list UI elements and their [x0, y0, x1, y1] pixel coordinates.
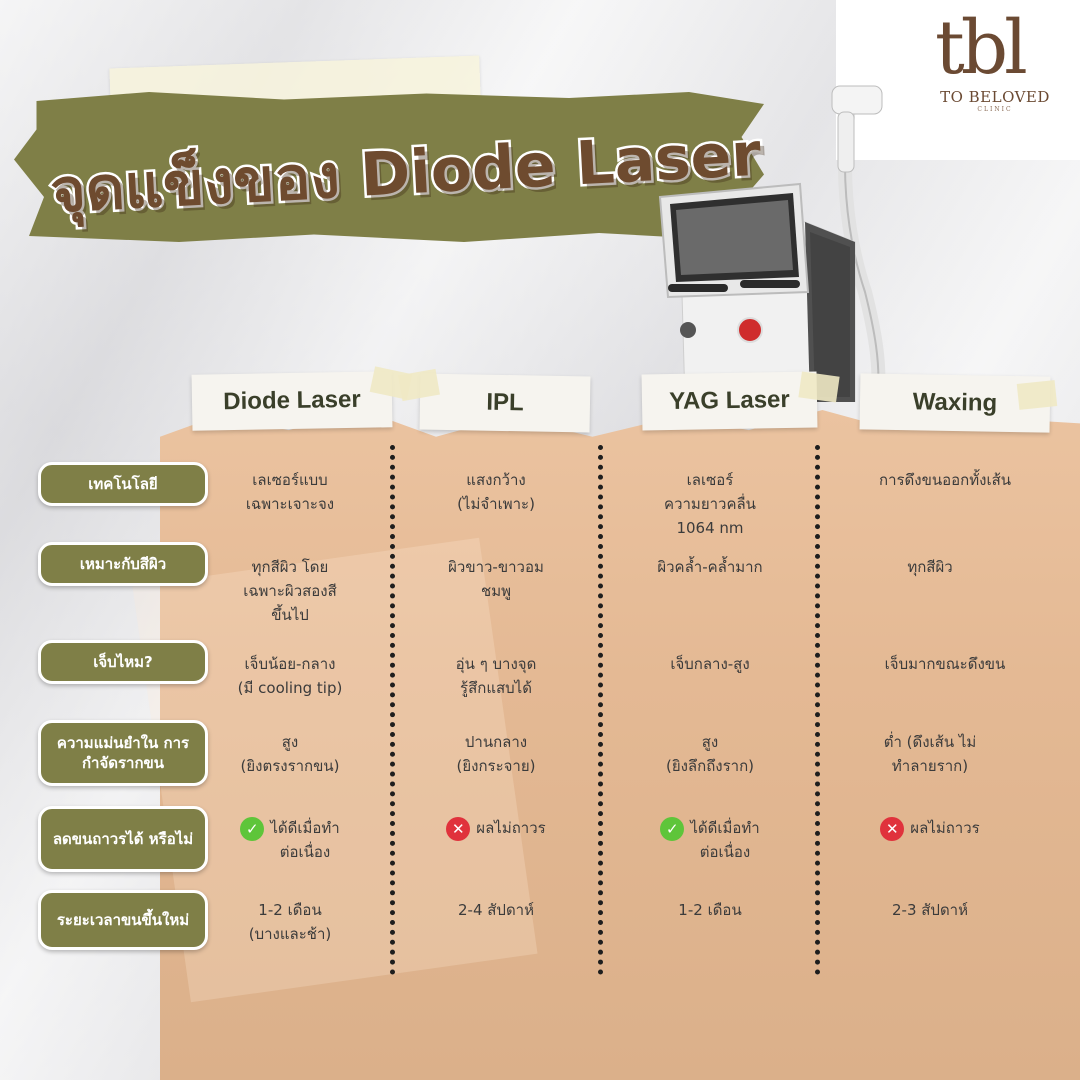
cell-technology-yag: เลเซอร์ ความยาวคลื่น 1064 nm — [664, 471, 756, 537]
title-banner — [14, 92, 764, 242]
cell-permanent-ipl: ✕ ผลไม่ถาวร — [396, 816, 596, 841]
cell-permanent-waxing-text: ผลไม่ถาวร — [910, 819, 980, 837]
cross-icon: ✕ — [880, 817, 905, 841]
check-icon: ✓ — [240, 817, 265, 841]
row-label-pain: เจ็บไหม? — [38, 640, 208, 684]
row-label-precision: ความแม่นยำใน การกำจัดรากขน — [38, 720, 208, 786]
decorative-tape — [798, 371, 840, 403]
row-label-skin-tone: เหมาะกับสีผิว — [38, 542, 208, 586]
decorative-tape — [1016, 380, 1058, 410]
comparison-table-backdrop — [160, 410, 1080, 1080]
column-divider — [815, 445, 820, 975]
cell-precision-ipl: ปานกลาง (ยิงกระจาย) — [456, 733, 536, 775]
row-label-regrowth: ระยะเวลาขนขึ้นใหม่ — [38, 890, 208, 950]
row-label-technology: เทคโนโลยี — [38, 462, 208, 506]
cell-technology-ipl: แสงกว้าง (ไม่จำเพาะ) — [457, 471, 535, 513]
cell-permanent-yag-text: ได้ดีเมื่อทำ ต่อเนื่อง — [690, 819, 760, 861]
brand-name: TO BELOVED — [940, 88, 1050, 106]
cell-regrowth-waxing: 2-3 สัปดาห์ — [892, 901, 968, 919]
check-icon: ✓ — [660, 817, 685, 841]
cell-skin-ipl: ผิวขาว-ขาวอม ชมพู — [448, 558, 544, 600]
cell-precision-yag: สูง (ยิงลึกถึงราก) — [665, 733, 755, 775]
cell-pain-waxing: เจ็บมากขณะดึงขน — [884, 655, 1006, 673]
column-header-yag-laser: YAG Laser — [641, 371, 818, 431]
cell-skin-waxing: ทุกสีผิว — [907, 558, 953, 576]
cell-technology-diode: เลเซอร์แบบ เฉพาะเจาะจง — [245, 471, 335, 513]
cell-skin-diode: ทุกสีผิว โดย เฉพาะผิวสองสี ขึ้นไป — [243, 558, 337, 624]
brand-logo: tbl — [935, 5, 1028, 91]
cell-permanent-diode-text: ได้ดีเมื่อทำ ต่อเนื่อง — [270, 819, 340, 861]
cell-regrowth-diode: 1-2 เดือน (บางและช้า) — [248, 901, 332, 943]
logo-card — [836, 0, 1080, 160]
cell-skin-yag: ผิวคล้ำ-คล้ำมาก — [657, 558, 763, 576]
column-divider — [598, 445, 603, 975]
cell-pain-yag: เจ็บกลาง-สูง — [670, 655, 750, 673]
row-label-permanent: ลดขนถาวรได้ หรือไม่ — [38, 806, 208, 872]
cell-precision-waxing: ต่ำ (ดึงเส้น ไม่ ทำลายราก) — [883, 733, 977, 775]
cell-permanent-ipl-text: ผลไม่ถาวร — [476, 819, 546, 837]
laser-machine-image — [658, 85, 886, 402]
cell-permanent-waxing: ✕ ผลไม่ถาวร — [830, 816, 1030, 841]
cell-regrowth-ipl: 2-4 สัปดาห์ — [458, 901, 534, 919]
cell-precision-diode: สูง (ยิงตรงรากขน) — [240, 733, 340, 775]
cell-permanent-diode: ✓ ได้ดีเมื่อทำ ต่อเนื่อง — [190, 816, 390, 864]
column-divider — [390, 445, 395, 975]
cell-pain-diode: เจ็บน้อย-กลาง (มี cooling tip) — [237, 655, 343, 697]
cell-regrowth-yag: 1-2 เดือน — [678, 901, 742, 919]
column-header-ipl: IPL — [419, 373, 591, 433]
cross-icon: ✕ — [446, 817, 471, 841]
column-header-diode-laser: Diode Laser — [191, 371, 393, 431]
brand-sub: CLINIC — [977, 106, 1013, 113]
cell-pain-ipl: อุ่น ๆ บางจุด รู้สึกแสบได้ — [455, 655, 537, 697]
cell-permanent-yag: ✓ ได้ดีเมื่อทำ ต่อเนื่อง — [610, 816, 810, 864]
cell-technology-waxing: การดึงขนออกทั้งเส้น — [879, 471, 1011, 489]
